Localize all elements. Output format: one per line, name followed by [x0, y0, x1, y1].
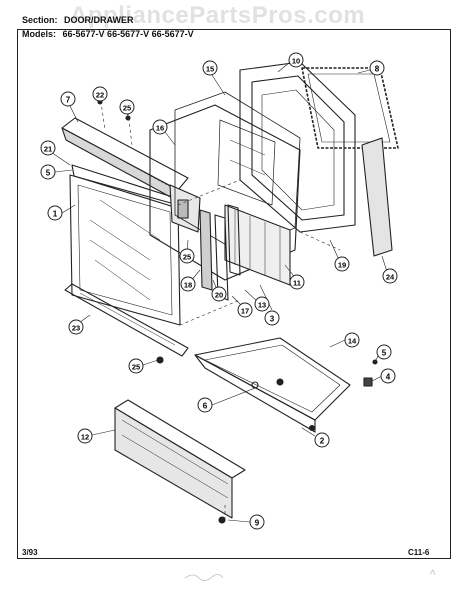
callout-23-label: 23	[72, 324, 80, 333]
callout-22: 22	[92, 86, 108, 102]
footer-date: 3/93	[22, 548, 38, 557]
callout-24: 24	[382, 268, 398, 284]
callout-25c: 25	[128, 358, 144, 374]
callout-23: 23	[68, 319, 84, 335]
callout-16: 16	[152, 119, 168, 135]
door-gasket	[301, 67, 399, 149]
section-label: Section:	[22, 15, 58, 25]
section-header: Section: DOOR/DRAWER	[22, 15, 134, 25]
callout-19-label: 19	[338, 261, 346, 270]
callout-21: 21	[40, 140, 56, 156]
callout-13-label: 13	[258, 301, 266, 310]
callout-11: 11	[289, 274, 305, 290]
callout-10: 10	[288, 52, 304, 68]
callout-2-label: 2	[320, 437, 325, 446]
callout-25b-label: 25	[183, 253, 191, 262]
callout-17: 17	[237, 302, 253, 318]
callout-25a-label: 25	[123, 104, 131, 113]
callout-25b: 25	[179, 248, 195, 264]
callout-16-label: 16	[156, 124, 164, 133]
callout-5a: 5	[40, 164, 56, 180]
callout-14-label: 14	[348, 337, 357, 346]
callout-25a: 25	[119, 99, 135, 115]
door-side-frames	[199, 204, 241, 301]
callout-17-label: 17	[241, 307, 249, 316]
callout-8: 8	[369, 60, 385, 76]
door-insulation	[224, 204, 291, 286]
door-top-trim	[61, 117, 189, 201]
footer-page-code: C11-6	[408, 548, 430, 557]
callout-12-label: 12	[81, 433, 89, 442]
side-panel	[361, 137, 393, 257]
callout-8-label: 8	[375, 65, 380, 74]
watermark: AppliancePartsPros.com	[70, 2, 366, 29]
callout-24-label: 24	[386, 273, 395, 282]
hinge-assembly	[169, 184, 201, 233]
diagram-frame	[17, 29, 451, 559]
callout-5b: 5	[376, 344, 392, 360]
callout-25c-label: 25	[132, 363, 140, 372]
section-value: DOOR/DRAWER	[64, 15, 134, 25]
callout-7: 7	[60, 91, 76, 107]
door-bottom-trim	[64, 283, 189, 357]
callout-6-label: 6	[203, 402, 208, 411]
callout-5b-label: 5	[382, 349, 387, 358]
callout-markers: 1 2 3 4 5 5 6 7 8 9 10 11 12 13 14 15 16…	[40, 52, 398, 530]
callout-15-label: 15	[206, 65, 214, 74]
callout-7-label: 7	[66, 96, 71, 105]
callout-20: 20	[211, 286, 227, 302]
callout-13: 13	[254, 296, 270, 312]
callout-3: 3	[264, 310, 280, 326]
callout-15: 15	[202, 60, 218, 76]
drawer-front	[114, 399, 246, 519]
models-label: Models:	[22, 29, 57, 39]
callout-20-label: 20	[215, 291, 223, 300]
callout-18: 18	[180, 276, 196, 292]
callout-14: 14	[344, 332, 360, 348]
callout-4: 4	[380, 368, 396, 384]
leader-lines	[47, 61, 389, 523]
callout-1: 1	[47, 205, 63, 221]
callout-4-label: 4	[386, 373, 391, 382]
callout-2: 2	[314, 432, 330, 448]
callout-6: 6	[197, 397, 213, 413]
callout-5a-label: 5	[46, 169, 51, 178]
callout-1-label: 1	[53, 210, 58, 219]
callout-9: 9	[249, 514, 265, 530]
callout-22-label: 22	[96, 91, 104, 100]
callout-9-label: 9	[255, 519, 260, 528]
models-value: 66-5677-V 66-5677-V 66-5677-V	[62, 29, 194, 39]
handwritten-scribble	[184, 569, 436, 581]
hardware-parts	[97, 99, 378, 524]
callout-12: 12	[77, 428, 93, 444]
models-header: Models: 66-5677-V 66-5677-V 66-5677-V	[22, 29, 194, 39]
callout-21-label: 21	[44, 145, 52, 154]
drawer-body	[194, 337, 351, 433]
callout-10-label: 10	[292, 57, 300, 66]
callout-3-label: 3	[270, 315, 275, 324]
callout-11-label: 11	[293, 279, 301, 288]
callout-19: 19	[334, 256, 350, 272]
callout-18-label: 18	[184, 281, 192, 290]
